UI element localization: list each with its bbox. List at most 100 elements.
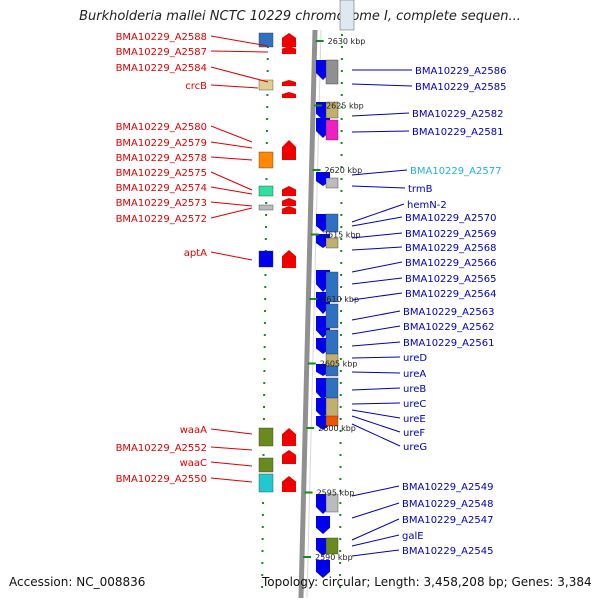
gene-label: BMA10229_A2565 (405, 274, 496, 285)
forward-gene-arrow (282, 250, 296, 268)
gene-block (258, 457, 274, 473)
gene-label: ureE (403, 414, 426, 425)
gene-block (325, 303, 339, 329)
left-leader-line (210, 207, 253, 219)
accession-text: Accession: NC_008836 (9, 575, 146, 589)
right-leader-line (351, 402, 401, 405)
gene-label: BMA10229_A2563 (403, 307, 494, 318)
gene-label: BMA10229_A2548 (402, 499, 493, 510)
gene-label: BMA10229_A2568 (405, 243, 496, 254)
gene-label: BMA10229_A2575 (116, 168, 207, 179)
gene-label: BMA10229_A2545 (402, 546, 493, 557)
chromosome-backbone (298, 29, 318, 599)
gene-block (258, 473, 274, 493)
right-leader-line (351, 325, 401, 335)
gene-label: ureF (403, 428, 425, 439)
gene-label: ureD (403, 353, 427, 364)
left-leader-line (210, 156, 253, 161)
forward-gene-arrow (282, 198, 296, 206)
right-leader-line (351, 246, 403, 251)
gene-label: BMA10229_A2585 (415, 82, 506, 93)
forward-gene-arrow (282, 140, 296, 160)
gene-label: crcB (185, 81, 207, 92)
right-leader-line (351, 341, 401, 347)
gene-label: BMA10229_A2587 (116, 47, 207, 58)
right-leader-line (351, 185, 406, 189)
left-leader-line (210, 201, 253, 207)
gene-label: galE (402, 531, 424, 542)
gene-label: trmB (408, 184, 433, 195)
gene-label: aptA (184, 248, 207, 259)
gene-block (339, 0, 355, 31)
gene-label: BMA10229_A2582 (412, 109, 503, 120)
left-leader-line (210, 125, 253, 143)
gene-block (325, 213, 339, 233)
scale-tick-label: 2595 kbp (317, 489, 355, 498)
gene-label: BMA10229_A2572 (116, 214, 207, 225)
gene-label: hemN-2 (407, 200, 447, 211)
gene-label: BMA10229_A2569 (405, 229, 496, 240)
reverse-gene-arrow (316, 560, 330, 578)
right-leader-line (351, 130, 410, 133)
reverse-gene-arrow (316, 516, 330, 534)
right-leader-line (351, 387, 401, 391)
gene-label: waaC (180, 458, 207, 469)
gene-label: BMA10229_A2550 (116, 474, 207, 485)
gene-label: BMA10229_A2566 (405, 258, 496, 269)
left-leader-line (210, 35, 269, 47)
right-leader-line (351, 112, 410, 117)
gene-block (325, 101, 339, 119)
right-leader-line (351, 415, 401, 433)
gene-block (325, 377, 339, 399)
right-leader-line (351, 216, 403, 227)
forward-gene-arrow (282, 186, 296, 196)
scale-tick-label: 2610 kbp (321, 295, 359, 304)
right-leader-line (351, 83, 413, 87)
map-title: Burkholderia mallei NCTC 10229 chromosom… (79, 9, 521, 24)
gene-block (325, 119, 339, 141)
forward-gene-arrow (282, 450, 296, 464)
left-leader-line (210, 446, 253, 451)
right-leader-line (351, 409, 401, 419)
forward-gene-arrow (282, 206, 296, 214)
gene-block (325, 415, 339, 427)
gene-block (325, 59, 339, 85)
right-guide-rail (339, 33, 343, 599)
gene-label: BMA10229_A2577 (410, 166, 501, 177)
gene-block (325, 177, 339, 189)
left-leader-line (210, 66, 269, 83)
gene-label: BMA10229_A2547 (402, 515, 493, 526)
right-leader-line (351, 277, 403, 285)
forward-gene-arrow (282, 92, 296, 98)
left-leader-line (210, 477, 253, 483)
forward-gene-arrow (282, 46, 296, 54)
right-leader-line (351, 502, 400, 519)
scale-tick-label: 2600 kbp (318, 424, 356, 433)
gene-label: BMA10229_A2561 (403, 338, 494, 349)
gene-label: BMA10229_A2579 (116, 138, 207, 149)
left-leader-line (210, 84, 259, 89)
scale-tick-label: 2590 kbp (315, 553, 353, 562)
gene-label: BMA10229_A2562 (403, 322, 494, 333)
gene-block (325, 493, 339, 513)
gene-block (258, 185, 274, 197)
gene-features (258, 0, 355, 578)
forward-gene-arrow (282, 33, 296, 47)
right-leader-line (351, 203, 405, 223)
right-leader-line (351, 371, 401, 374)
topology-text: Topology: circular; Length: 3,458,208 bp… (262, 575, 592, 589)
gene-label: BMA10229_A2578 (116, 153, 207, 164)
gene-label: BMA10229_A2584 (116, 63, 207, 74)
scale-tick-label: 2615 kbp (323, 231, 361, 240)
scale-tick-label: 2605 kbp (320, 360, 358, 369)
right-leader-line (351, 261, 403, 273)
right-leader-line (351, 356, 401, 359)
gene-block (258, 32, 274, 48)
gene-label: BMA10229_A2580 (116, 122, 207, 133)
left-leader-line (210, 428, 253, 435)
gene-block (325, 537, 339, 555)
forward-gene-arrow (282, 428, 296, 446)
gene-label: BMA10229_A2570 (405, 213, 496, 224)
gene-label: BMA10229_A2586 (415, 66, 506, 77)
left-guide-rail (261, 33, 269, 599)
